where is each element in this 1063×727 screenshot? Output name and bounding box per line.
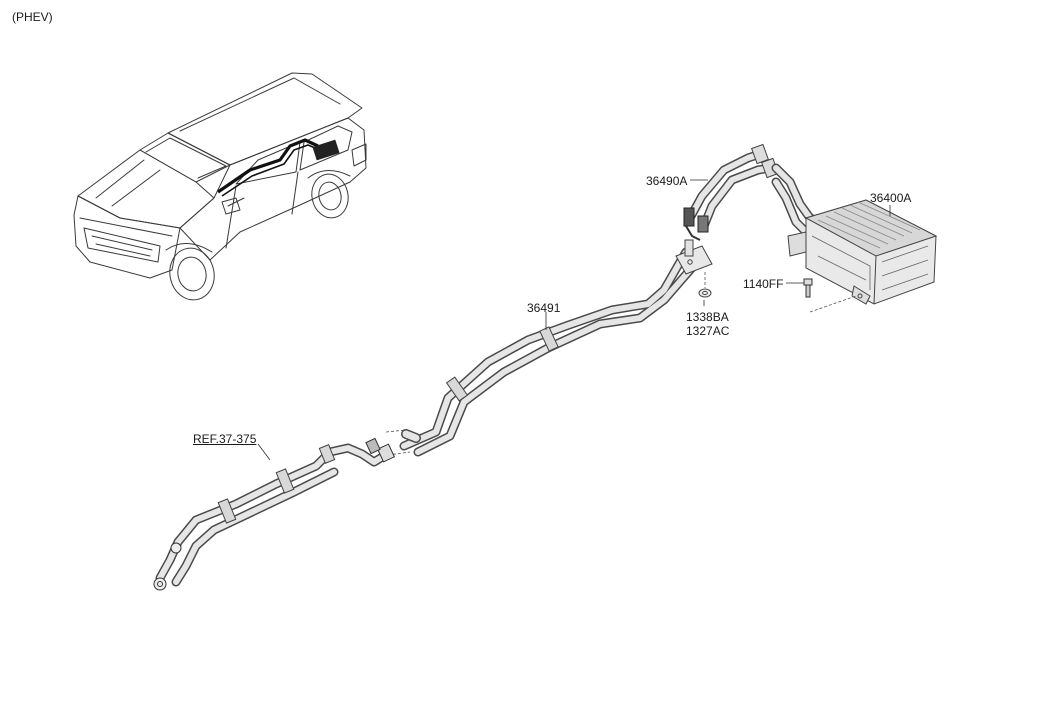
callout-1338ba: 1338BA (686, 310, 729, 324)
callout-1327ac: 1327AC (686, 324, 730, 338)
callout-36490a: 36490A (646, 174, 688, 188)
callout-1140ff: 1140FF (743, 277, 784, 291)
vehicle-outline (73, 72, 367, 301)
variant-label: (PHEV) (12, 10, 53, 24)
coolant-hose-assembly (385, 239, 713, 457)
callout-36400a: 36400A (870, 191, 912, 205)
callout-36491: 36491 (527, 301, 561, 315)
ref-hose-section (153, 437, 396, 591)
leader-lines (257, 179, 891, 461)
reference-link[interactable]: REF.37-375 (193, 432, 257, 446)
upper-hose-assembly (683, 143, 780, 241)
onboard-charger-unit (771, 163, 938, 313)
